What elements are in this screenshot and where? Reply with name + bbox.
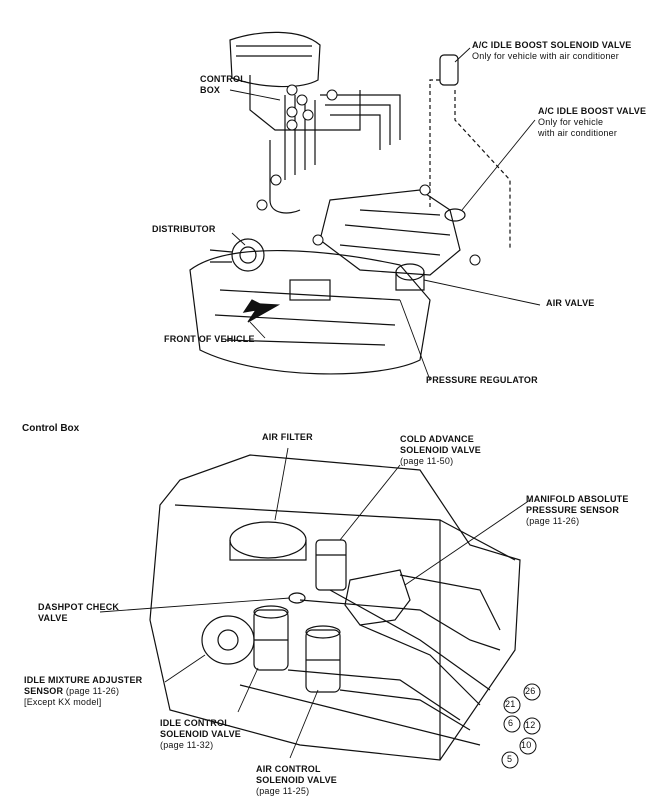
- air-control-solenoid-valve-label: AIR CONTROL SOLENOID VALVE (page 11-25): [256, 764, 337, 796]
- control-box-title: Control Box: [22, 423, 80, 434]
- air-filter-label: AIR FILTER: [262, 432, 313, 442]
- pressure-regulator-label: PRESSURE REGULATOR: [426, 375, 538, 385]
- hose-number-6: 6: [508, 718, 514, 728]
- engine-illustration: [189, 31, 541, 381]
- air-valve-label: AIR VALVE: [546, 298, 595, 308]
- distributor-label: DISTRIBUTOR: [152, 224, 216, 234]
- map-sensor-label: MANIFOLD ABSOLUTE PRESSURE SENSOR (page …: [526, 494, 629, 526]
- hose-number-21: 21: [505, 699, 516, 709]
- control-box-label: CONTROL BOX: [200, 74, 246, 95]
- ac-idle-boost-solenoid-valve-label: A/C IDLE BOOST SOLENOID VALVE Only for v…: [472, 40, 632, 61]
- hose-number-12: 12: [525, 720, 536, 730]
- hose-number-26: 26: [525, 686, 536, 696]
- dashpot-check-valve-label: DASHPOT CHECK VALVE: [38, 602, 120, 623]
- idle-mixture-adjuster-sensor-label: IDLE MIXTURE ADJUSTER SENSOR (page 11-26…: [24, 675, 143, 707]
- ac-idle-boost-valve-label: A/C IDLE BOOST VALVE Only for vehicle wi…: [538, 106, 647, 138]
- front-of-vehicle-label: FRONT OF VEHICLE: [164, 334, 255, 344]
- hose-number-10: 10: [521, 740, 532, 750]
- cold-advance-solenoid-valve-label: COLD ADVANCE SOLENOID VALVE (page 11-50): [400, 434, 481, 466]
- idle-control-solenoid-valve-label: IDLE CONTROL SOLENOID VALVE (page 11-32): [160, 718, 241, 750]
- hose-number-5: 5: [507, 754, 513, 764]
